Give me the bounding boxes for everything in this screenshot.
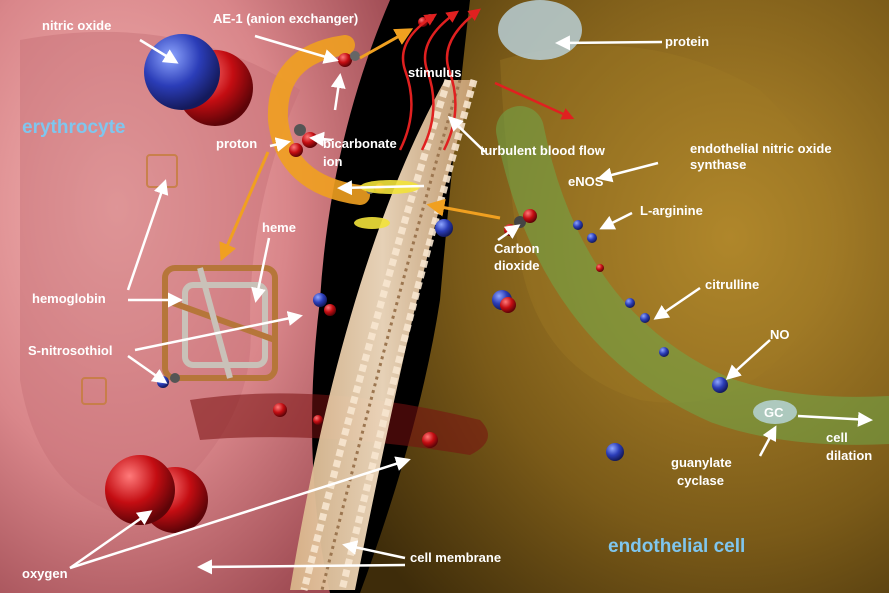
guanylate-cyclase-label: guanylate (671, 455, 732, 470)
turbulent-blood-flow-label: turbulent blood flow (480, 143, 606, 158)
bicarbonate-label: bicarbonate (323, 136, 397, 151)
stimulus-label: stimulus (408, 65, 461, 80)
enos-description-label-2: synthase (690, 157, 746, 172)
guanylate-cyclase-label-2: cyclase (677, 473, 724, 488)
no-label: NO (770, 327, 790, 342)
heme-label: heme (262, 220, 296, 235)
proton-label: proton (216, 136, 257, 151)
endothelial-cell-label: endothelial cell (608, 536, 745, 557)
erythrocyte-label: erythrocyte (22, 117, 126, 138)
hemoglobin-label: hemoglobin (32, 291, 106, 306)
ae1-label: AE-1 (anion exchanger) (213, 11, 358, 26)
oxygen-label: oxygen (22, 566, 68, 581)
cell-dilation-label: cell (826, 430, 848, 445)
oxygen-ball-front (105, 455, 175, 525)
nitric-oxide-blue-ball (144, 34, 220, 110)
carbon-dioxide-label: Carbon (494, 241, 540, 256)
citrulline-label: citrulline (705, 277, 759, 292)
l-arginine-label: L-arginine (640, 203, 703, 218)
protein-label: protein (665, 34, 709, 49)
bicarbonate-ion-label: ion (323, 154, 343, 169)
cell-membrane-label: cell membrane (410, 550, 501, 565)
enos-description-label: endothelial nitric oxide (690, 141, 832, 156)
gc-label: GC (764, 405, 784, 420)
s-nitrosothiol-label: S-nitrosothiol (28, 343, 113, 358)
nitric-oxide-label: nitric oxide (42, 18, 111, 33)
bicarbonate-carrier-2 (354, 217, 390, 229)
cell-dilation-label-2: dilation (826, 448, 872, 463)
carbon-dioxide-label-2: dioxide (494, 258, 540, 273)
protein-blob (498, 0, 582, 60)
enos-label: eNOS (568, 174, 604, 189)
